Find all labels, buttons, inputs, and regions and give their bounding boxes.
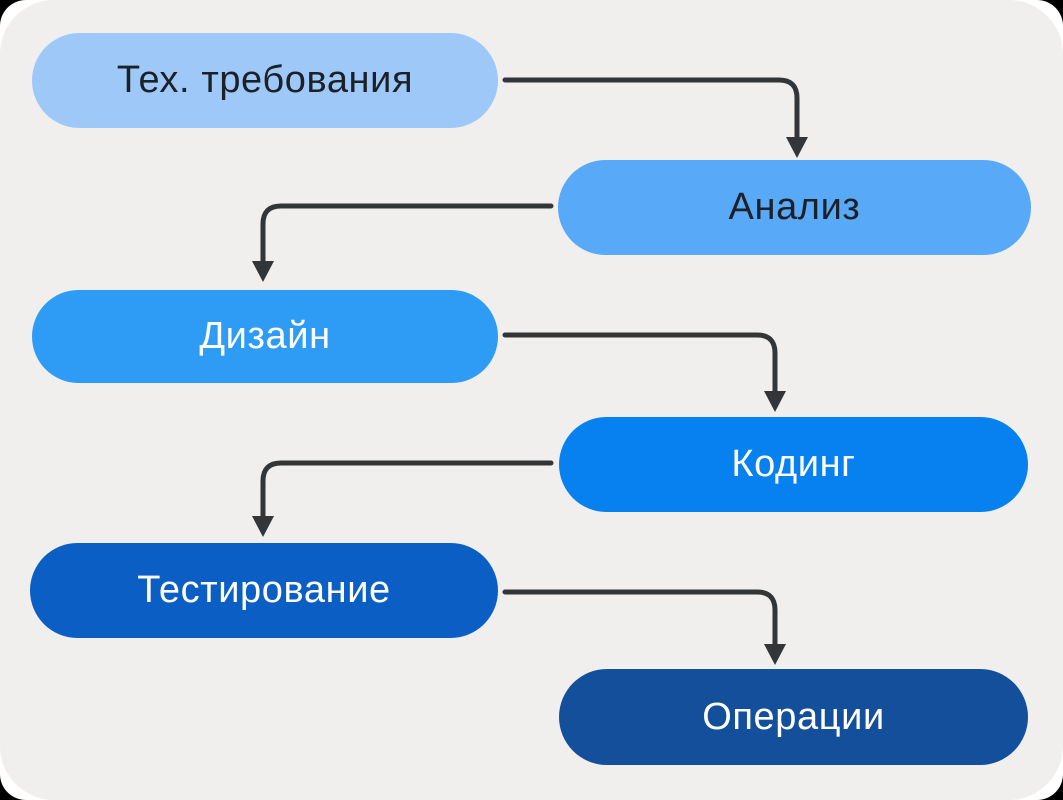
arrow-coding-to-testing — [260, 460, 554, 521]
node-label-tech-requirements: Тех. требования — [116, 59, 414, 101]
arrowhead-analysis-to-design-icon — [252, 261, 274, 282]
node-testing: Тестирование — [30, 543, 498, 638]
arrowhead-testing-to-operations-icon — [764, 644, 786, 665]
arrowhead-requirements-to-analysis-icon — [786, 137, 808, 158]
node-label-testing: Тестирование — [137, 569, 391, 611]
node-operations: Операции — [559, 669, 1028, 765]
node-coding: Кодинг — [559, 417, 1028, 512]
arrow-requirements-to-analysis — [502, 77, 800, 142]
arrowhead-coding-to-testing-icon — [252, 516, 274, 537]
arrow-analysis-to-design — [260, 203, 554, 266]
arrowhead-design-to-coding-icon — [764, 391, 786, 412]
node-label-operations: Операции — [702, 695, 885, 738]
node-label-coding: Кодинг — [731, 443, 856, 485]
node-tech-requirements: Тех. требования — [32, 33, 498, 128]
node-label-design: Дизайн — [199, 315, 331, 357]
node-design: Дизайн — [32, 290, 498, 383]
arrow-design-to-coding — [502, 332, 778, 396]
node-label-analysis: Анализ — [728, 186, 861, 228]
node-analysis: Анализ — [558, 160, 1031, 255]
arrow-testing-to-operations — [502, 589, 778, 649]
